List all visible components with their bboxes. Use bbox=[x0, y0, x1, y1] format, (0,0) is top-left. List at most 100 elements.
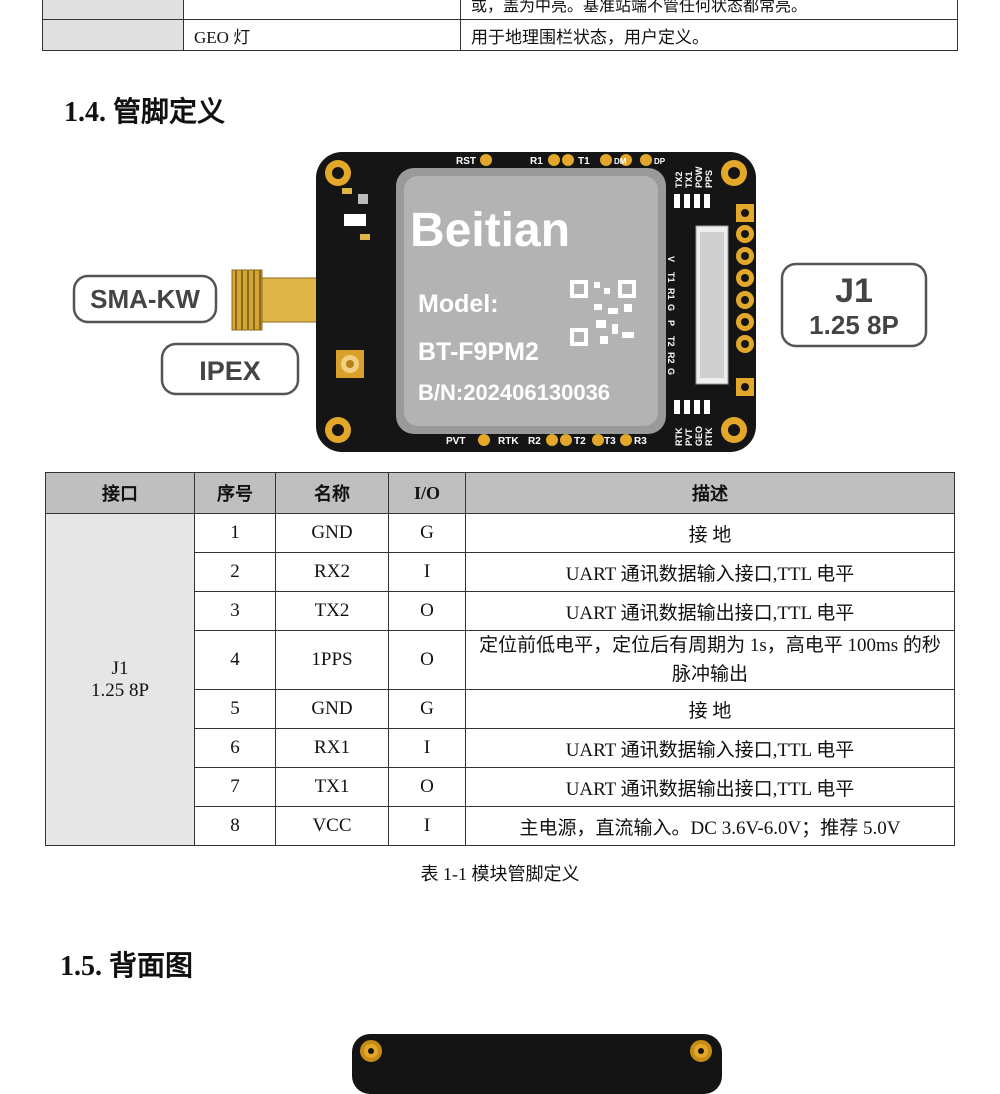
cell-name: GND bbox=[275, 689, 389, 729]
pin-label-tx2: TX2 bbox=[674, 171, 684, 188]
cell-io: O bbox=[388, 767, 466, 807]
table-cell: GEO 灯 bbox=[183, 19, 461, 51]
cell-desc: 接 地 bbox=[465, 689, 955, 729]
conn-pin-label-3: R1 bbox=[666, 288, 676, 300]
conn-pin-label-7: R2 bbox=[666, 352, 676, 364]
model-value: BT-F9PM2 bbox=[418, 338, 539, 366]
cell-desc: UART 通讯数据输出接口,TTL 电平 bbox=[465, 767, 955, 807]
cell-io: O bbox=[388, 591, 466, 631]
model-label: Model: bbox=[418, 290, 499, 318]
pin-label-rtk-2: RTK bbox=[674, 427, 684, 446]
pin-label-r2: R2 bbox=[528, 436, 541, 447]
table-row: 5 GND G 接 地 bbox=[46, 689, 955, 729]
pin-label-geo: GEO bbox=[694, 426, 704, 446]
pin-label-rtk-3: RTK bbox=[704, 427, 714, 446]
mounting-hole bbox=[690, 1040, 712, 1062]
interface-name: J1 bbox=[111, 657, 129, 679]
section-heading-pins: 1.4. 管脚定义 bbox=[64, 97, 226, 128]
pin-label-r3: R3 bbox=[634, 436, 647, 447]
mounting-hole bbox=[360, 1040, 382, 1062]
sma-label-box bbox=[72, 274, 218, 324]
cell-name: TX1 bbox=[275, 767, 389, 807]
cell-no: 5 bbox=[194, 689, 276, 729]
pin-label-dp: DP bbox=[654, 157, 666, 166]
pin-label-tx1: TX1 bbox=[684, 171, 694, 188]
table-row: 3 TX2 O UART 通讯数据输出接口,TTL 电平 bbox=[46, 591, 955, 631]
pin-label-pow: POW bbox=[694, 166, 704, 188]
top-pads bbox=[480, 154, 652, 166]
back-board-illustration bbox=[352, 1034, 722, 1094]
table-row: 8 VCC I 主电源，直流输入。DC 3.6V-6.0V；推荐 5.0V bbox=[46, 806, 955, 846]
cell-io: I bbox=[388, 806, 466, 846]
pin-label-pps: PPS bbox=[704, 170, 714, 188]
table-cell bbox=[42, 19, 184, 51]
pin-label-r1: R1 bbox=[530, 156, 543, 167]
ipex-label: IPEX bbox=[199, 356, 261, 386]
mounting-holes bbox=[325, 160, 747, 443]
conn-pin-label-6: T2 bbox=[666, 336, 676, 347]
cell-no: 1 bbox=[194, 513, 276, 553]
led-table-fragment: 或，盖为中亮。基准站端不管任何状态都常亮。 GEO 灯 用于地理围栏状态，用户定… bbox=[42, 0, 958, 51]
pin-label-rtk: RTK bbox=[498, 436, 519, 447]
pin-label-pvt-2: PVT bbox=[684, 428, 694, 446]
header-number: 序号 bbox=[194, 472, 276, 514]
header-io: I/O bbox=[388, 472, 466, 514]
qr-code bbox=[568, 278, 638, 348]
section-heading-back: 1.5. 背面图 bbox=[60, 951, 194, 982]
conn-pin-label-1: V bbox=[666, 256, 676, 262]
cell-no: 2 bbox=[194, 552, 276, 592]
pin-label-dm: DM bbox=[614, 157, 627, 166]
interface-cell: J1 1.25 8P bbox=[45, 513, 195, 846]
cell-no: 4 bbox=[194, 630, 276, 690]
cell-name: GND bbox=[275, 513, 389, 553]
cell-desc: UART 通讯数据输入接口,TTL 电平 bbox=[465, 728, 955, 768]
brand-logo: Beitian bbox=[410, 204, 570, 257]
pin-label-t3: T3 bbox=[604, 436, 616, 447]
cell-name: TX2 bbox=[275, 591, 389, 631]
cell-no: 3 bbox=[194, 591, 276, 631]
pin-number-8: 8 bbox=[758, 210, 788, 224]
side-pads bbox=[736, 204, 754, 396]
table-header-row: 接口 序号 名称 I/O 描述 bbox=[45, 472, 955, 514]
sma-label: SMA-KW bbox=[90, 284, 200, 314]
module-board-illustration: SMA-KW IPEX Beitian Model: BT-F9PM2 B/N:… bbox=[72, 152, 928, 452]
cell-io: O bbox=[388, 630, 466, 690]
cell-name: RX2 bbox=[275, 552, 389, 592]
table-cell: 或，盖为中亮。基准站端不管任何状态都常亮。 bbox=[460, 0, 958, 20]
table-row: J1 1.25 8P 1 GND G 接 地 bbox=[45, 513, 955, 846]
header-description: 描述 bbox=[465, 472, 955, 514]
pin-label-t2: T2 bbox=[574, 436, 586, 447]
cell-no: 8 bbox=[194, 806, 276, 846]
serial-number: B/N:202406130036 bbox=[418, 380, 610, 405]
table-row: 2 RX2 I UART 通讯数据输入接口,TTL 电平 bbox=[46, 552, 955, 592]
cell-desc: 定位前低电平，定位后有周期为 1s，高电平 100ms 的秒脉冲输出 bbox=[465, 630, 955, 690]
j1-label: J1 bbox=[835, 272, 873, 310]
j1-label-box bbox=[780, 262, 928, 348]
cell-no: 6 bbox=[194, 728, 276, 768]
table-cell bbox=[183, 0, 461, 20]
cell-io: I bbox=[388, 728, 466, 768]
table-row: 4 1PPS O 定位前低电平，定位后有周期为 1s，高电平 100ms 的秒脉… bbox=[46, 630, 955, 690]
cell-no: 7 bbox=[194, 767, 276, 807]
cell-name: RX1 bbox=[275, 728, 389, 768]
cell-desc: 主电源，直流输入。DC 3.6V-6.0V；推荐 5.0V bbox=[465, 806, 955, 846]
header-interface: 接口 bbox=[45, 472, 195, 514]
interface-spec: 1.25 8P bbox=[90, 679, 150, 701]
table-row: 7 TX1 O UART 通讯数据输出接口,TTL 电平 bbox=[46, 767, 955, 807]
pin-number-1: 1 bbox=[758, 380, 788, 394]
cell-name: 1PPS bbox=[275, 630, 389, 690]
conn-pin-label-2: T1 bbox=[666, 272, 676, 283]
cell-name: VCC bbox=[275, 806, 389, 846]
conn-pin-label-5: P bbox=[666, 320, 676, 326]
ipex-label-box bbox=[160, 342, 300, 396]
pin-label-pvt: PVT bbox=[446, 436, 465, 447]
cell-io: G bbox=[388, 689, 466, 729]
pin-label-t1: T1 bbox=[578, 156, 590, 167]
header-name: 名称 bbox=[275, 472, 389, 514]
table-caption: 表 1-1 模块管脚定义 bbox=[420, 864, 580, 884]
table-cell: 用于地理围栏状态，用户定义。 bbox=[460, 19, 958, 51]
cell-desc: UART 通讯数据输出接口,TTL 电平 bbox=[465, 591, 955, 631]
cell-io: G bbox=[388, 513, 466, 553]
table-cell bbox=[42, 0, 184, 20]
cell-desc: UART 通讯数据输入接口,TTL 电平 bbox=[465, 552, 955, 592]
